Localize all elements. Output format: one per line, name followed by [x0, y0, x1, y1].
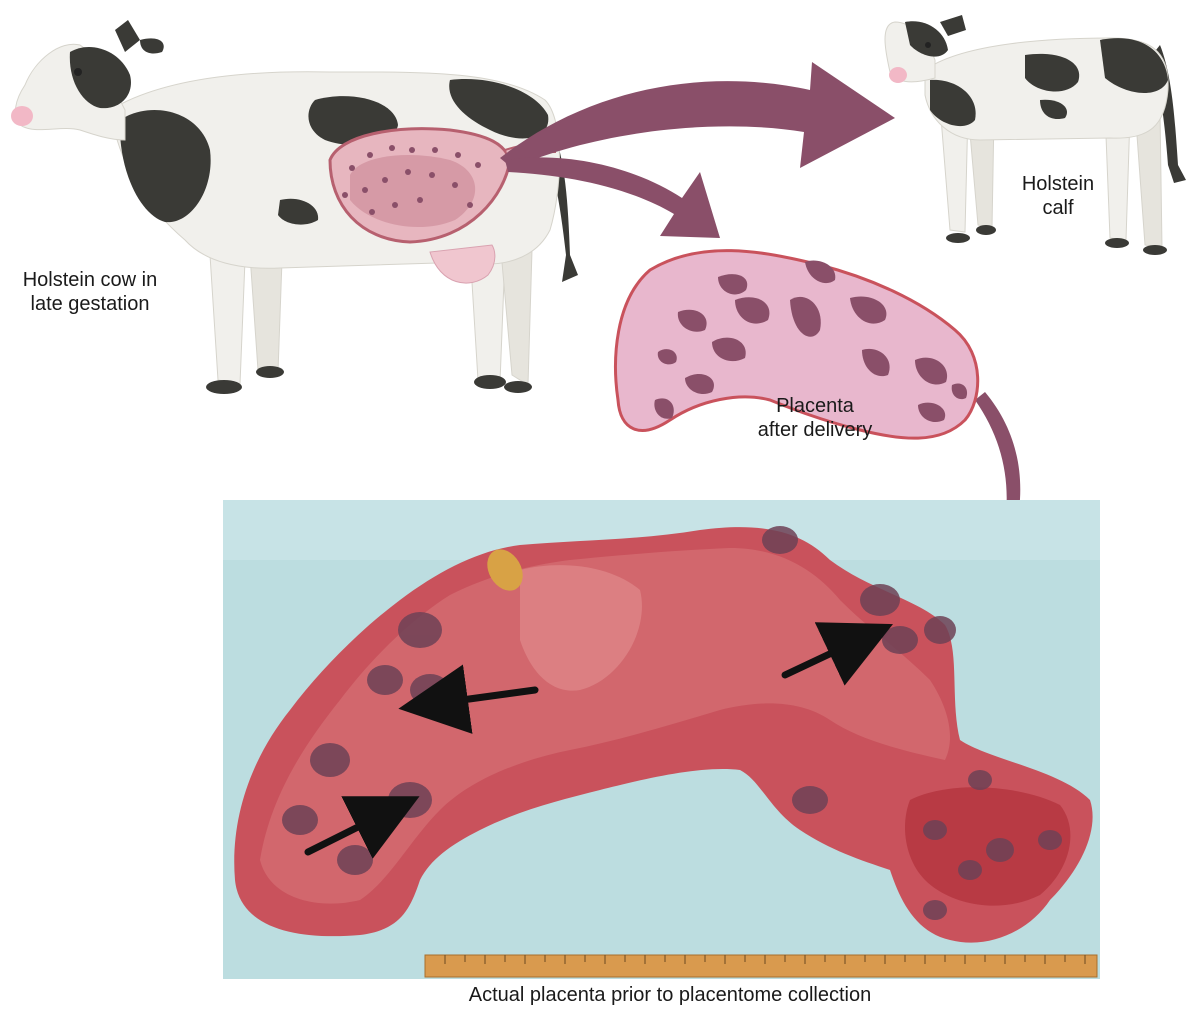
calf-label: Holstein calf	[1000, 172, 1116, 220]
holstein-cow-illustration	[11, 20, 578, 394]
placenta-photo	[223, 500, 1100, 979]
placenta-label-line2: after delivery	[730, 418, 900, 442]
photo-caption: Actual placenta prior to placentome coll…	[340, 983, 1000, 1007]
cow-label: Holstein cow in late gestation	[0, 268, 180, 316]
calf-label-line1: Holstein	[1000, 172, 1116, 196]
placenta-label-line1: Placenta	[730, 394, 900, 418]
placenta-label: Placenta after delivery	[730, 394, 900, 442]
cow-label-line2: late gestation	[0, 292, 180, 316]
cow-label-line1: Holstein cow in	[0, 268, 180, 292]
calf-label-line2: calf	[1000, 196, 1116, 220]
ruler	[425, 955, 1097, 977]
